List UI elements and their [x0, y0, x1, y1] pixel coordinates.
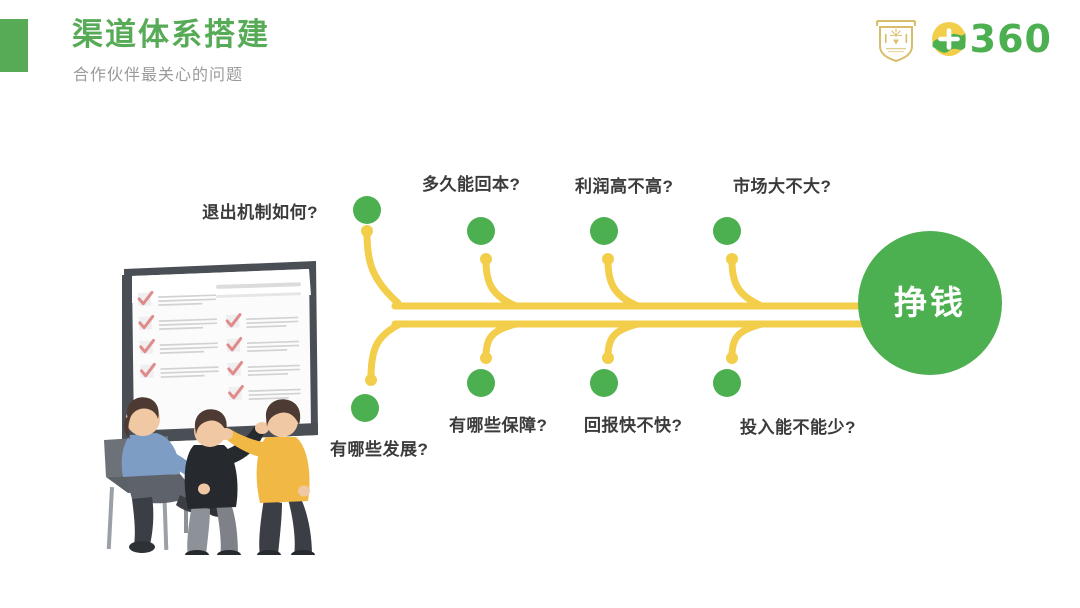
- node-label-investment-amount: 投入能不能少?: [740, 418, 856, 437]
- shield-emblem-icon: [875, 20, 916, 63]
- node-dot-bottom-1: [351, 394, 379, 422]
- node-dot-top-3: [590, 217, 618, 245]
- node-label-growth-options: 有哪些发展?: [330, 440, 429, 459]
- brand-logo: 360: [873, 14, 1052, 64]
- node-label-guarantees: 有哪些保障?: [449, 416, 548, 435]
- hub-node-circle: [858, 231, 1002, 375]
- person-middle: [184, 409, 269, 555]
- node-dot-bottom-3: [590, 369, 618, 397]
- page-subtitle: 合作伙伴最关心的问题: [73, 67, 244, 84]
- header-accent-bar: [0, 19, 28, 72]
- node-label-payback-period: 多久能回本?: [422, 175, 521, 194]
- node-dot-top-2: [467, 217, 495, 245]
- page-title: 渠道体系搭建: [72, 17, 270, 52]
- node-label-exit-mechanism: 退出机制如何?: [202, 203, 318, 222]
- plus-circle-icon: [931, 22, 966, 56]
- hub-node-label: 挣钱: [894, 284, 966, 321]
- node-dot-top-1: [353, 196, 381, 224]
- node-label-market-size: 市场大不大?: [733, 177, 832, 196]
- node-label-profit-margin: 利润高不高?: [575, 177, 674, 196]
- logo-360-text: 360: [969, 17, 1052, 61]
- node-dot-bottom-2: [467, 369, 495, 397]
- illustration-people-whiteboard: [104, 261, 318, 555]
- node-dot-top-4: [713, 217, 741, 245]
- node-label-return-speed: 回报快不快?: [584, 416, 683, 435]
- person-right: [219, 399, 315, 555]
- logo-360-mark: 360: [931, 20, 1052, 58]
- node-dot-bottom-4: [713, 369, 741, 397]
